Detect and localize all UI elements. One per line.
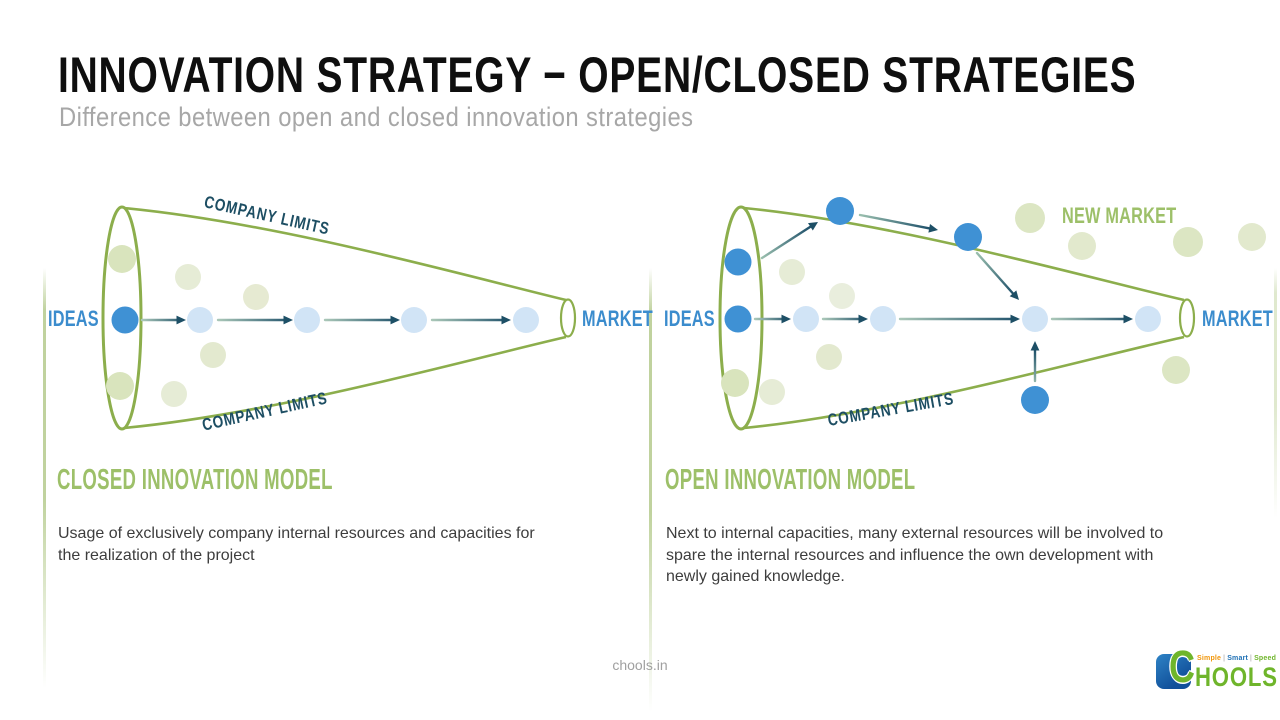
open-external-exchange [760, 197, 1049, 414]
closed-funnel-top-edge [123, 206, 567, 302]
developed-idea-dot [1135, 306, 1161, 332]
flow-arrow-head [283, 315, 293, 325]
chools-logo: C Simple|Smart|Speed HOOLS [1156, 641, 1278, 696]
pale-idea-dot [200, 342, 226, 368]
pale-idea-dot [829, 283, 855, 309]
active-idea-dot [724, 248, 752, 276]
pale-idea-dot [108, 245, 136, 273]
closed-funnel-bottom-edge [123, 335, 567, 430]
flow-arrow-head [781, 314, 791, 324]
center-divider-line [649, 268, 652, 712]
developed-idea-dot [401, 307, 427, 333]
inbound-arrow [975, 251, 1015, 295]
pale-idea-dot [721, 369, 749, 397]
active-idea-dot [724, 305, 752, 333]
closed-market-label: MARKET [582, 306, 653, 331]
closed-funnel-mouth [101, 205, 143, 431]
flow-arrow-head [390, 315, 400, 325]
tagline-separator: | [1250, 655, 1253, 662]
pale-idea-dot [759, 379, 785, 405]
pale-idea-dot [816, 344, 842, 370]
outbound-arrow [760, 225, 812, 260]
right-border-line [1274, 268, 1277, 518]
left-border-line [43, 268, 46, 688]
flow-arrow-head [858, 314, 868, 324]
closed-ideas-label: IDEAS [48, 306, 99, 331]
open-funnel-top-edge [743, 206, 1185, 302]
open-model-heading: OPEN INNOVATION MODEL [665, 464, 916, 496]
developed-idea-dot [793, 306, 819, 332]
pale-idea-dot [175, 264, 201, 290]
pale-idea-dot [106, 372, 134, 400]
developed-idea-dot [870, 306, 896, 332]
closed-model-description: Usage of exclusively company internal re… [58, 525, 535, 564]
chools-logo-name: HOOLS [1195, 662, 1278, 692]
open-ideas-label: IDEAS [664, 306, 715, 331]
pale-idea-dot [243, 284, 269, 310]
new-market-label: NEW MARKET [1062, 203, 1177, 228]
flow-arrow-head [501, 315, 511, 325]
open-pale-idea-dots [721, 203, 1266, 405]
pale-idea-dot [1162, 356, 1190, 384]
closed-idea-flow [111, 306, 539, 334]
open-funnel-tip [1178, 298, 1196, 338]
external-idea-dot [826, 197, 854, 225]
pale-idea-dot [1068, 232, 1096, 260]
chools-logo-tagline: Simple|Smart|Speed [1197, 655, 1276, 662]
inbound-arrow-head [1009, 290, 1019, 300]
outbound-arrow-head [808, 222, 818, 231]
inbound-arrow-head [1030, 341, 1040, 351]
pale-idea-dot [1015, 203, 1045, 233]
closed-funnel-tip [559, 298, 577, 338]
closed-funnel [101, 205, 577, 431]
closed-pale-idea-dots [106, 245, 269, 407]
tagline-simple: Simple [1197, 655, 1222, 662]
developed-idea-dot [1022, 306, 1048, 332]
pale-idea-dot [161, 381, 187, 407]
developed-idea-dot [513, 307, 539, 333]
closed-model-heading: CLOSED INNOVATION MODEL [57, 464, 333, 496]
tagline-smart: Smart [1227, 655, 1249, 662]
page-subtitle: Difference between open and closed innov… [59, 102, 694, 132]
external-arrow [858, 213, 931, 230]
open-funnel [718, 197, 1266, 431]
developed-idea-dot [187, 307, 213, 333]
page-title: INNOVATION STRATEGY − OPEN/CLOSED STRATE… [58, 47, 1137, 103]
open-market-label: MARKET [1202, 306, 1273, 331]
active-idea-dot [111, 306, 139, 334]
developed-idea-dot [294, 307, 320, 333]
footer-site-text: chools.in [612, 657, 668, 673]
open-idea-flow [724, 248, 1161, 333]
flow-arrow-head [1010, 314, 1020, 324]
open-model-description: Next to internal capacities, many extern… [666, 525, 1164, 586]
external-idea-dot [1021, 386, 1049, 414]
flow-arrow-head [1123, 314, 1133, 324]
pale-idea-dot [779, 259, 805, 285]
chools-logo-initial: C [1169, 641, 1195, 692]
tagline-speed: Speed [1254, 655, 1277, 662]
external-idea-dot [954, 223, 982, 251]
chools-logo-square [1156, 654, 1191, 689]
pale-idea-dot [1238, 223, 1266, 251]
flow-arrow-head [176, 315, 186, 325]
tagline-separator: | [1223, 655, 1226, 662]
pale-idea-dot [1173, 227, 1203, 257]
open-funnel-bottom-edge [743, 335, 1185, 430]
external-arrow-head [928, 224, 938, 233]
